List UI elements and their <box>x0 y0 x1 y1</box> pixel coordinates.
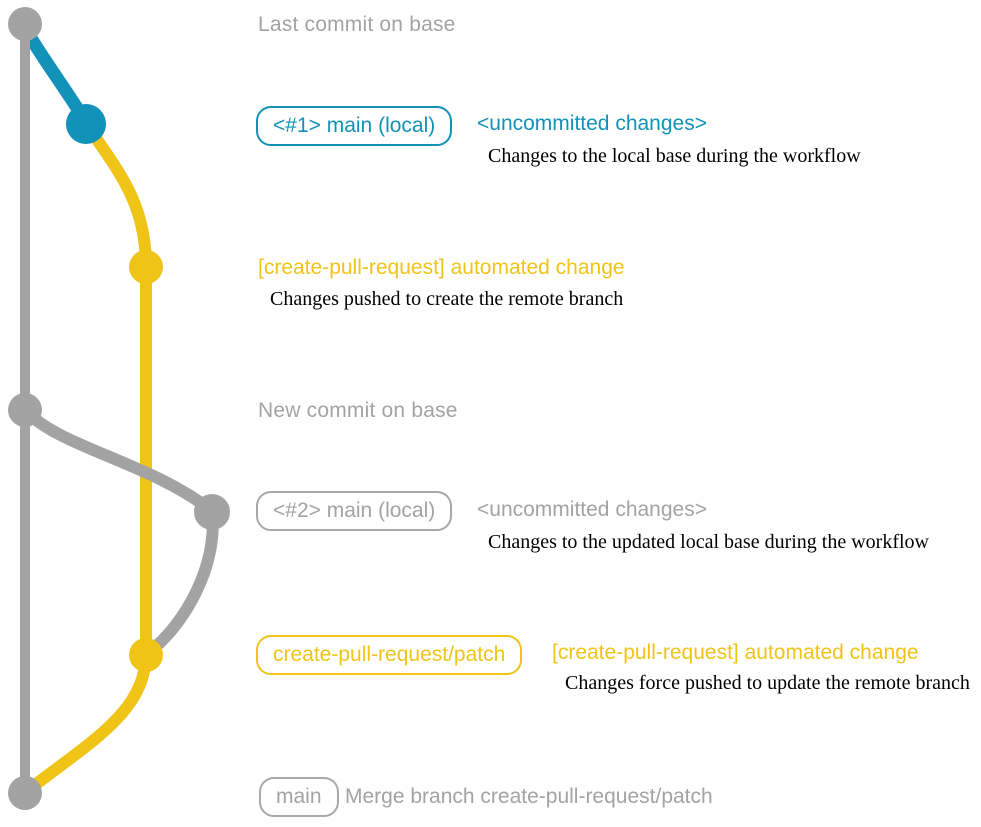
branch-badge-main: main <box>259 777 339 818</box>
commit-dot-merge <box>8 776 42 810</box>
commit-dot-last-base <box>8 7 42 41</box>
commit-dot-pr-automated-2 <box>129 638 163 672</box>
uncommitted-changes-title-2: <uncommitted changes> <box>477 498 707 521</box>
merge-commit-title: Merge branch create-pull-request/patch <box>345 785 713 808</box>
commit-dot-local-main-1 <box>66 104 106 144</box>
uncommitted-changes-desc-1: Changes to the local base during the wor… <box>488 145 861 167</box>
uncommitted-changes-title-1: <uncommitted changes> <box>477 112 707 135</box>
updated-local-branch-line <box>19 404 219 659</box>
branch-badge-create-pull-request-patch: create-pull-request/patch <box>256 635 523 676</box>
commit-dot-new-base <box>8 393 42 427</box>
commit-dot-local-main-2 <box>194 494 230 530</box>
new-commit-on-base-label: New commit on base <box>258 399 458 422</box>
automated-change-title-2: [create-pull-request] automated change <box>552 641 919 664</box>
branch-badge-main-local-1: <#1> main (local) <box>256 106 453 147</box>
commit-dot-pr-automated-1 <box>129 250 163 284</box>
automated-change-desc-1: Changes pushed to create the remote bran… <box>270 288 624 310</box>
automated-change-title-1: [create-pull-request] automated change <box>258 256 625 279</box>
last-commit-on-base-label: Last commit on base <box>258 13 456 36</box>
uncommitted-changes-desc-2: Changes to the updated local base during… <box>488 531 929 553</box>
branch-badge-main-local-2: <#2> main (local) <box>256 491 453 532</box>
automated-change-desc-2: Changes force pushed to update the remot… <box>565 672 970 694</box>
